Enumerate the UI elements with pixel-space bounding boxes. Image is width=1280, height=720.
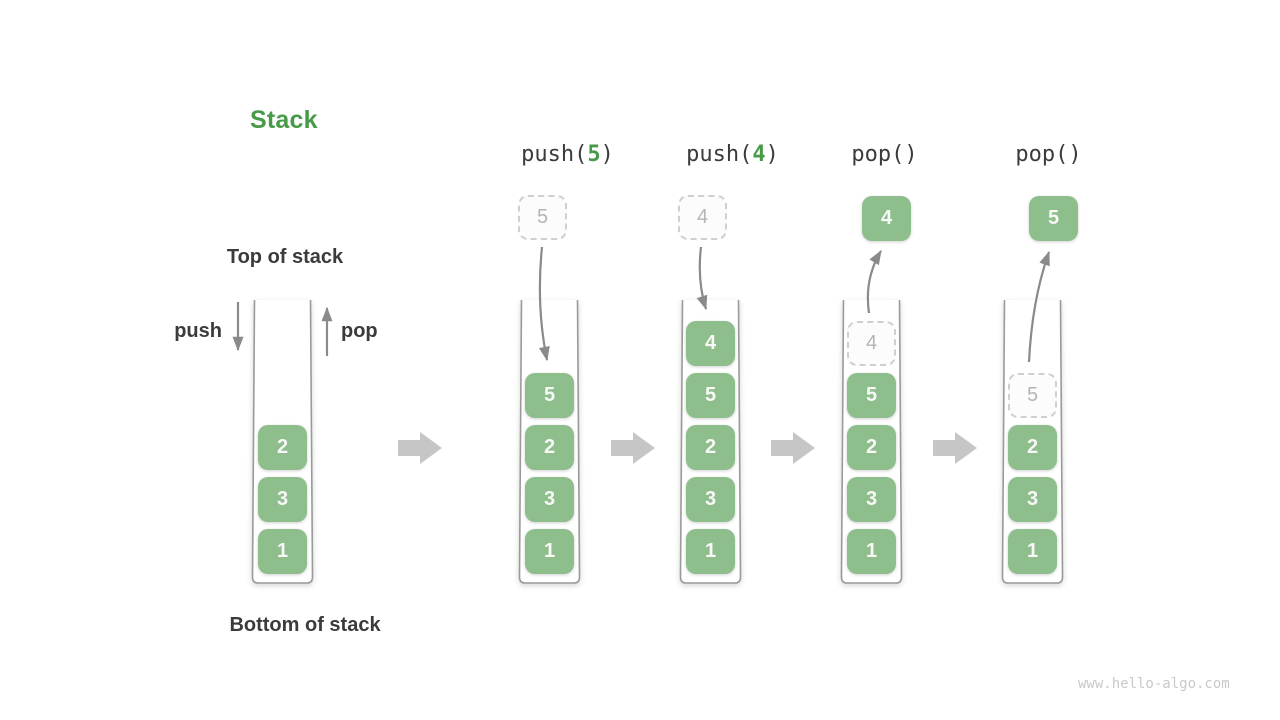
cell-value: 3 [276, 488, 289, 510]
step-arrow-icon [611, 432, 655, 464]
op-text: ) [904, 142, 918, 167]
popped-cell-5: 5 [1029, 196, 1078, 241]
cell-value: 5 [536, 206, 549, 228]
cell-value: 4 [704, 332, 717, 354]
cell-value: 4 [880, 207, 893, 229]
incoming-cell-push-5: 5 [518, 195, 567, 240]
pop-direction-label: pop [341, 320, 378, 342]
stack-initial: 2 3 1 [258, 0, 307, 720]
operation-label-pop-first: pop() [812, 142, 957, 167]
stack-cell-solid: 1 [525, 529, 574, 574]
stack-cell-dashed: 5 [1008, 373, 1057, 418]
stack-cell-solid: 4 [686, 321, 735, 366]
cell-value: 2 [865, 436, 878, 458]
cell-value: 2 [276, 436, 289, 458]
cell-value: 5 [1047, 207, 1060, 229]
op-text: pop( [1015, 142, 1069, 167]
step-arrow-icon [933, 432, 977, 464]
stack-after-push-5: 5 2 3 1 [525, 0, 574, 720]
push-direction-label: push [174, 320, 222, 342]
stack-cell-solid: 2 [525, 425, 574, 470]
stack-cell-solid: 2 [258, 425, 307, 470]
step-arrow-icon [398, 432, 442, 464]
stack-cell-solid: 3 [1008, 477, 1057, 522]
cell-value: 2 [543, 436, 556, 458]
stack-cell-solid: 2 [847, 425, 896, 470]
popped-cell-4: 4 [862, 196, 911, 241]
site-watermark: www.hello-algo.com [1078, 676, 1230, 692]
stack-cell-solid: 3 [525, 477, 574, 522]
op-text: push( [686, 142, 753, 167]
cell-value: 5 [865, 384, 878, 406]
stack-cell-solid: 1 [1008, 529, 1057, 574]
op-text: pop( [851, 142, 905, 167]
stack-cell-solid: 1 [847, 529, 896, 574]
step-arrow-icon [771, 432, 815, 464]
stack-cell-solid: 3 [847, 477, 896, 522]
cell-value: 4 [696, 206, 709, 228]
stack-during-pop-first: 4 5 2 3 1 [847, 0, 896, 720]
cell-value: 5 [704, 384, 717, 406]
op-text: ) [600, 142, 614, 167]
stack-cell-solid: 3 [258, 477, 307, 522]
stack-cell-dashed: 4 [847, 321, 896, 366]
op-arg: 4 [752, 142, 766, 167]
stack-cell-solid: 3 [686, 477, 735, 522]
cell-value: 1 [1026, 540, 1039, 562]
op-arg: 5 [587, 142, 601, 167]
stack-cell-solid: 2 [686, 425, 735, 470]
stack-cell-solid: 1 [686, 529, 735, 574]
cell-value: 1 [865, 540, 878, 562]
diagram-title: Stack [250, 106, 318, 134]
cell-value: 3 [1026, 488, 1039, 510]
op-text: push( [521, 142, 588, 167]
cell-value: 1 [704, 540, 717, 562]
cell-value: 3 [704, 488, 717, 510]
operation-label-push-4: push(4) [660, 142, 805, 167]
stack-during-pop-second: 5 2 3 1 [1008, 0, 1057, 720]
stack-cell-solid: 1 [258, 529, 307, 574]
cell-value: 4 [865, 332, 878, 354]
cell-value: 3 [543, 488, 556, 510]
cell-value: 1 [543, 540, 556, 562]
cell-value: 3 [865, 488, 878, 510]
stack-cell-solid: 5 [847, 373, 896, 418]
cell-value: 5 [543, 384, 556, 406]
stack-after-push-4: 4 5 2 3 1 [686, 0, 735, 720]
cell-value: 5 [1026, 384, 1039, 406]
stack-cell-solid: 5 [686, 373, 735, 418]
stack-cell-solid: 2 [1008, 425, 1057, 470]
stack-cell-solid: 5 [525, 373, 574, 418]
op-text: ) [765, 142, 779, 167]
operation-label-push-5: push(5) [495, 142, 640, 167]
cell-value: 2 [704, 436, 717, 458]
incoming-cell-push-4: 4 [678, 195, 727, 240]
cell-value: 2 [1026, 436, 1039, 458]
cell-value: 1 [276, 540, 289, 562]
top-of-stack-label: Top of stack [226, 246, 344, 268]
operation-label-pop-second: pop() [976, 142, 1121, 167]
bottom-of-stack-label: Bottom of stack [229, 614, 381, 636]
op-text: ) [1068, 142, 1082, 167]
